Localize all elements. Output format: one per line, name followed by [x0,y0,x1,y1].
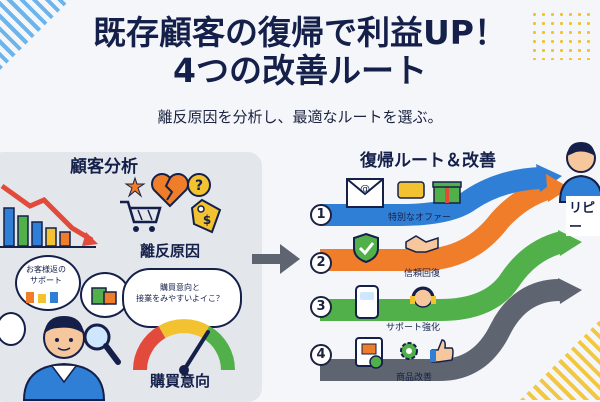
routes-heading: 復帰ルート＆改善 [360,151,496,171]
explosion-icon [124,176,146,198]
person-icon [558,142,600,203]
route-number-3: 3 [310,296,332,318]
question-icon: ? [187,173,211,197]
page-subtitle: 離反原因を分析し、最適なルートを選ぶ。 [157,108,443,126]
person-analyst-icon [22,316,106,401]
shield-icon [353,232,379,264]
svg-text:?: ? [195,178,203,194]
box-icon [355,337,383,369]
route-bands [320,164,582,381]
shopping-bag-icon [91,287,117,305]
route-number-2: 2 [310,252,332,274]
phone-icon [355,285,379,319]
title-line-2: 4つの改善ルート [173,51,427,90]
magnifier-icon [83,323,121,365]
route-label-1: 特別なオファー [388,213,452,223]
svg-text:@: @ [360,184,370,195]
handshake-icon [405,235,439,253]
route-label-4: 商品改善 [396,373,433,383]
gear-icon [400,342,418,360]
shopping-items-icon [26,292,58,303]
price-tag-icon: $ [190,198,222,234]
decor-dots [530,10,590,60]
gauge-icon [133,319,235,375]
route-label-3: サポート強化 [386,323,441,333]
small-bubble [0,312,26,346]
support-bubble-text: お客様返の サポート [26,265,66,285]
question-bubble [122,268,242,328]
cart-icon [120,200,162,232]
route-number-1: 1 [310,204,332,226]
analysis-heading: 顧客分析 [70,157,138,177]
route-number-4: 4 [310,344,332,366]
purchase-intent-label: 購買意向 [150,372,211,390]
svg-text:$: $ [203,213,211,227]
churn-cause-label: 離反原因 [140,242,201,260]
flow-arrow [252,244,300,274]
headset-icon [410,286,436,308]
thumbs-up-icon [430,339,454,363]
title-line-1: 既存顧客の復帰で利益UP！ [93,13,507,52]
shopping-bubble [80,272,130,318]
page-title: 既存顧客の復帰で利益UP！ 4つの改善ルート [0,14,600,90]
gift-icon [432,181,462,204]
repeat-customer-label: リピー [566,196,600,236]
tag-icon [397,181,425,199]
envelope-icon: @ [346,178,384,208]
route-label-2: 信頼回復 [404,269,441,279]
declining-chart-icon [0,183,98,248]
question-bubble-text: 購買意向と 接業をみやすいよイこ？ [136,283,224,303]
